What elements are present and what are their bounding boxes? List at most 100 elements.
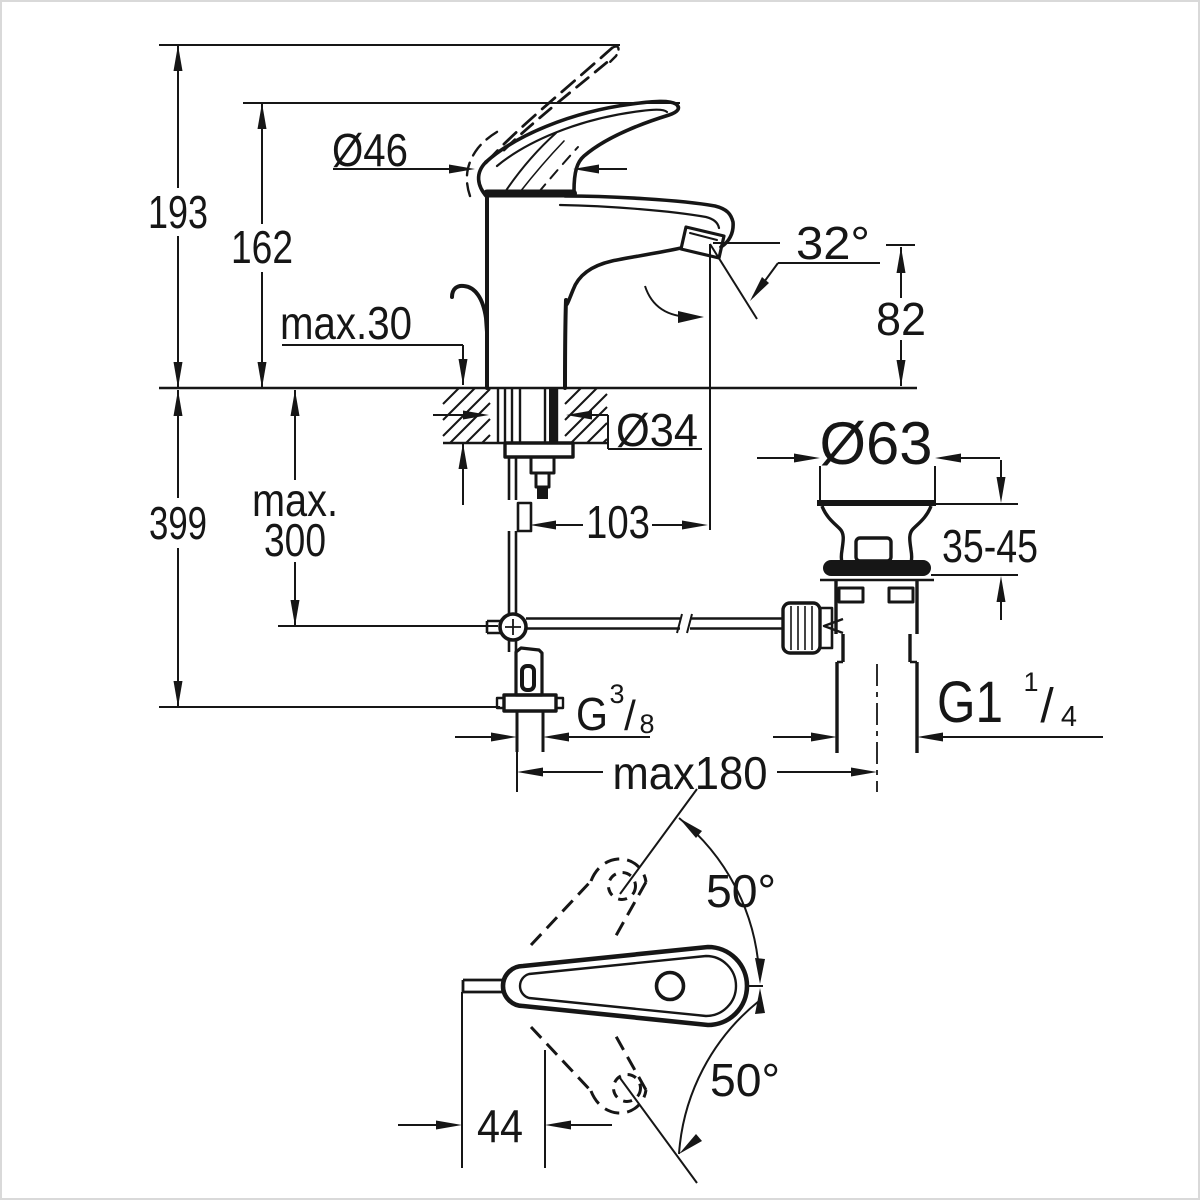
arrow-d46-left [449, 164, 475, 174]
label-plug-diameter: Ø63 [820, 410, 933, 477]
label-deck-max: max.30 [280, 297, 412, 349]
arrow-g38-right [543, 732, 569, 742]
arrow-g114-left [811, 732, 837, 742]
arrow-max180-left [517, 767, 543, 777]
arrow-82-up [896, 247, 906, 273]
connector-nut-tab-right [554, 696, 565, 710]
arrow-399-up [173, 390, 183, 416]
waste-slot-left [837, 586, 865, 604]
label-g38-g: G [576, 688, 608, 740]
label-base-diameter: Ø46 [332, 124, 408, 176]
handle-dome-left [476, 160, 489, 199]
waste-neck-right [908, 505, 933, 563]
connector-body [514, 646, 544, 697]
connector-stem [507, 640, 518, 652]
label-handle-height: 162 [231, 221, 293, 273]
shank-step-1 [529, 455, 556, 475]
label-rod-max-1: max. [252, 474, 338, 526]
arrow-82-down [896, 360, 906, 386]
handle-lever-inner-line [495, 108, 669, 168]
waste-stem-tab [854, 536, 893, 563]
handle-dot [654, 970, 686, 1002]
arrow-arc-lower-bottom [679, 1134, 702, 1154]
spout-swivel-arc [644, 285, 693, 318]
mounting-nut [503, 441, 575, 459]
label-g114-sup: 1 [1023, 667, 1038, 697]
label-g38-sup: 3 [609, 679, 624, 709]
label-outlet-height: 82 [876, 293, 926, 345]
waste-slot-right [887, 586, 915, 604]
label-g114-sub: 4 [1061, 701, 1077, 733]
label-rod-max-2: 300 [264, 514, 326, 566]
arrow-d34-right [566, 410, 592, 420]
label-outlet-offset: 103 [586, 496, 650, 548]
shank-step-dark [537, 487, 548, 499]
faucet-body-right-edge [563, 298, 568, 390]
mask-193 [146, 188, 210, 236]
dome-arc [519, 140, 565, 193]
waste-tailpipe [835, 662, 919, 753]
handle-top-outline [500, 944, 750, 1028]
handle-top-inner [518, 954, 738, 1018]
arrow-162-up [257, 103, 267, 129]
rod-attachment-cone [822, 617, 844, 635]
mask-162 [228, 224, 296, 272]
pop-up-rod-upper [507, 457, 518, 500]
arrow-max30-up [458, 443, 468, 469]
mounting-shank [496, 388, 559, 443]
linkage-rod-right [690, 617, 783, 630]
label-masks [146, 188, 340, 562]
connector-slot [520, 664, 536, 692]
arrow-g38-left [491, 732, 517, 742]
shank-dark-strip [549, 388, 557, 443]
arrow-max300-up [290, 390, 300, 416]
arrow-44-right [545, 1120, 571, 1130]
undersink-assembly [485, 441, 783, 752]
arrow-103-left [530, 520, 556, 530]
mask-399 [146, 498, 210, 548]
arrow-d63-right [935, 453, 961, 463]
raised-lever-dashed-inner [502, 57, 613, 152]
connector-nut [502, 693, 558, 713]
arrow-g114-right [917, 732, 943, 742]
arrow-max300-down [290, 600, 300, 626]
waste-seal-ring [823, 560, 931, 576]
connector-nut-tab-left [495, 696, 506, 710]
counter-section [159, 386, 917, 445]
arrow-max30-down [458, 359, 468, 385]
waste-neck-left [820, 505, 845, 563]
arrow-max180-right [851, 767, 877, 777]
pop-up-rod-lower [507, 531, 518, 614]
arrow-arc-upper-top [679, 818, 702, 838]
arrow-44-left [436, 1120, 462, 1130]
swing-radial-upper [619, 788, 698, 895]
spout-top-edge [563, 194, 735, 249]
label-g114-g: G1 [937, 670, 1003, 735]
arrow-103-right [682, 520, 708, 530]
dimension-arrowheads [173, 45, 1006, 1154]
linkage-joint [498, 612, 528, 642]
arrow-193-up [173, 45, 183, 71]
arrow-193-down [173, 362, 183, 388]
handle-swung-lower-dot [612, 1073, 642, 1103]
label-supply-thread: G 3 / 8 [576, 679, 655, 740]
spout-inner-line [558, 203, 721, 230]
label-g38-slash: / [624, 692, 636, 739]
label-hole-diameter: Ø34 [616, 404, 698, 456]
linkage-joint-cross [505, 619, 521, 635]
handle-swung-upper-dot [607, 871, 637, 901]
supply-pipe [515, 711, 545, 752]
spout-underside [564, 246, 683, 307]
arrow-swivel [678, 311, 704, 323]
linkage-rod-break [676, 613, 693, 634]
waste-lower-body [841, 634, 912, 662]
pop-up-rod-offset [516, 501, 533, 533]
label-swing-upper: 50° [706, 865, 776, 917]
mask-max300 [250, 480, 340, 562]
arrow-399-down [173, 681, 183, 707]
swing-arc-lower [678, 1000, 760, 1155]
arrow-d63-left [794, 453, 820, 463]
